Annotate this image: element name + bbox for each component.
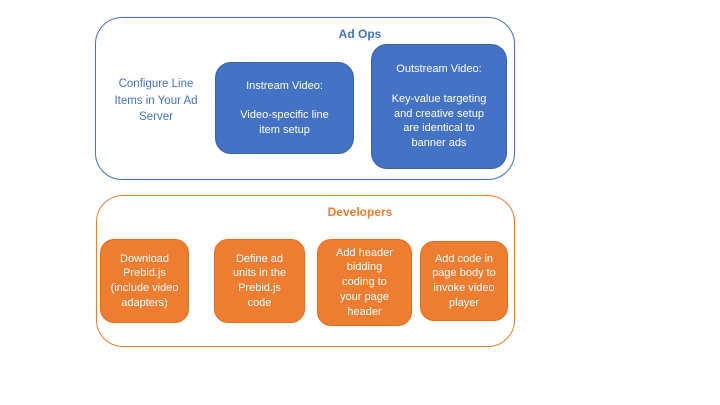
developers-group-title: Developers xyxy=(327,205,393,219)
configure-line-items-note: Configure Line Items in Your Ad Server xyxy=(114,78,198,124)
instream-video-node: Instream Video: Video-specific line item… xyxy=(215,62,354,154)
define-ad-units-node: Define ad units in the Prebid.js code xyxy=(214,239,305,323)
download-prebid-node: Download Prebid.js (include video adapte… xyxy=(100,239,189,323)
add-header-bidding-node: Add header bidding coding to your page h… xyxy=(317,239,412,326)
add-page-body-code-node: Add code in page body to invoke video pl… xyxy=(420,241,508,321)
ad-ops-group-title: Ad Ops xyxy=(338,27,382,41)
outstream-video-node: Outstream Video: Key-value targeting and… xyxy=(371,44,507,169)
